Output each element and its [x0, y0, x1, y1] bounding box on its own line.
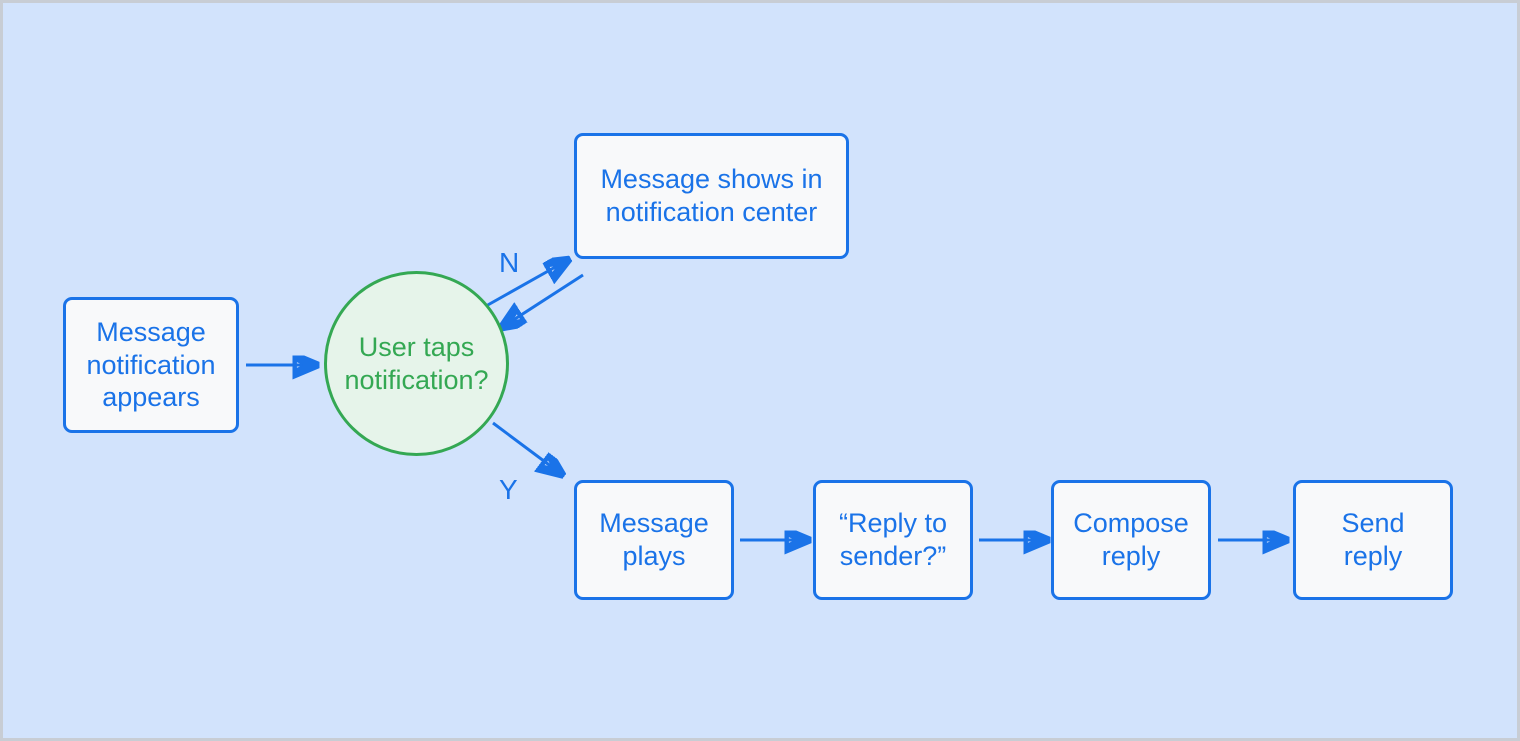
- edge-decision-to-notification-center: [485, 261, 566, 308]
- node-message-plays[interactable]: Message plays: [574, 480, 734, 600]
- node-send-reply[interactable]: Send reply: [1293, 480, 1453, 600]
- node-user-taps-notification-decision[interactable]: User taps notification?: [324, 271, 509, 456]
- edge-decision-to-message-plays: [492, 421, 560, 473]
- node-message-shows-in-notification-center[interactable]: Message shows in notification center: [574, 133, 849, 259]
- edge-label-yes: Y: [499, 474, 518, 505]
- edge-notification-center-to-decision: [504, 273, 584, 326]
- edge-label-no: N: [499, 247, 520, 278]
- node-message-notification-appears[interactable]: Message notification appears: [63, 297, 239, 433]
- node-compose-reply[interactable]: Compose reply: [1051, 480, 1211, 600]
- node-reply-to-sender-prompt[interactable]: “Reply to sender?”: [813, 480, 973, 600]
